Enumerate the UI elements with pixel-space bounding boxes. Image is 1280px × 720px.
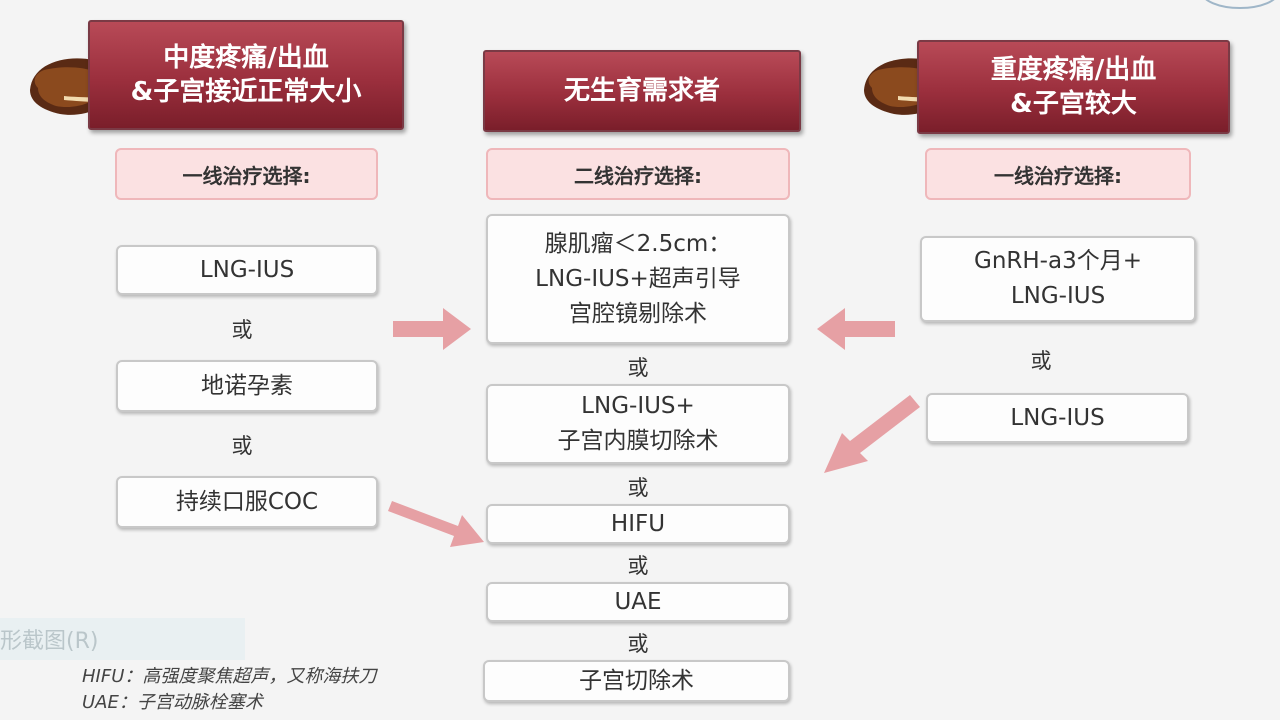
center-subheader: 二线治疗选择: bbox=[486, 148, 790, 200]
center-option-1-text: 腺肌瘤＜2.5cm： LNG-IUS+超声引导 宫腔镜剔除术 bbox=[535, 230, 741, 327]
right-option-2-text: LNG-IUS bbox=[1010, 404, 1105, 431]
center-option-1: 腺肌瘤＜2.5cm： LNG-IUS+超声引导 宫腔镜剔除术 bbox=[486, 214, 790, 344]
left-subheader: 一线治疗选择: bbox=[115, 148, 378, 200]
left-option-2-text: 地诺孕素 bbox=[201, 372, 293, 399]
center-option-2-text: LNG-IUS+ 子宫内膜切除术 bbox=[557, 393, 719, 454]
left-header: 中度疼痛/出血 &子宫接近正常大小 bbox=[88, 20, 404, 130]
center-or-3: 或 bbox=[627, 554, 649, 578]
arrow-right-to-center bbox=[817, 308, 895, 350]
left-or-2: 或 bbox=[231, 434, 253, 458]
left-option-1-text: LNG-IUS bbox=[199, 256, 295, 283]
left-option-2: 地诺孕素 bbox=[116, 360, 378, 412]
arrow-left-to-bottom bbox=[388, 501, 484, 547]
arrow-right-down-left bbox=[824, 395, 920, 473]
center-option-4: UAE bbox=[486, 582, 790, 622]
right-option-1: GnRH-a3个月+ LNG-IUS bbox=[920, 236, 1196, 322]
center-or-4: 或 bbox=[627, 632, 649, 656]
logo-fragment bbox=[1205, 0, 1275, 9]
center-header: 无生育需求者 bbox=[483, 50, 801, 132]
center-option-3-text: HIFU bbox=[610, 510, 666, 537]
center-or-1: 或 bbox=[627, 356, 649, 380]
right-header-text: 重度疼痛/出血 &子宫较大 bbox=[990, 55, 1157, 119]
right-option-1-text: GnRH-a3个月+ LNG-IUS bbox=[974, 248, 1142, 309]
center-or-2: 或 bbox=[627, 476, 649, 500]
right-option-2: LNG-IUS bbox=[926, 393, 1189, 443]
center-option-2: LNG-IUS+ 子宫内膜切除术 bbox=[486, 384, 790, 464]
right-header: 重度疼痛/出血 &子宫较大 bbox=[917, 40, 1230, 134]
right-subheader-text: 一线治疗选择: bbox=[994, 163, 1122, 188]
left-option-3: 持续口服COC bbox=[116, 476, 378, 528]
footnote-uae: UAE：子宫动脉栓塞术 bbox=[82, 692, 263, 713]
center-header-text: 无生育需求者 bbox=[563, 76, 720, 106]
left-or-1: 或 bbox=[231, 318, 253, 342]
ghost-overlay: 形截图(R) bbox=[0, 618, 245, 660]
center-option-3: HIFU bbox=[486, 504, 790, 544]
arrow-left-to-center bbox=[393, 308, 471, 350]
center-option-5: 子宫切除术 bbox=[483, 660, 790, 702]
left-option-1: LNG-IUS bbox=[116, 245, 378, 295]
footnote-hifu: HIFU：高强度聚焦超声，又称海扶刀 bbox=[82, 666, 377, 687]
center-option-5-text: 子宫切除术 bbox=[579, 667, 694, 694]
ghost-overlay-text: 形截图(R) bbox=[0, 629, 99, 654]
left-option-3-text: 持续口服COC bbox=[175, 488, 319, 515]
left-header-text: 中度疼痛/出血 &子宫接近正常大小 bbox=[130, 43, 362, 107]
left-subheader-text: 一线治疗选择: bbox=[182, 163, 311, 188]
right-subheader: 一线治疗选择: bbox=[925, 148, 1191, 200]
center-option-4-text: UAE bbox=[614, 588, 662, 615]
right-or-1: 或 bbox=[1030, 349, 1052, 373]
center-subheader-text: 二线治疗选择: bbox=[574, 163, 702, 188]
